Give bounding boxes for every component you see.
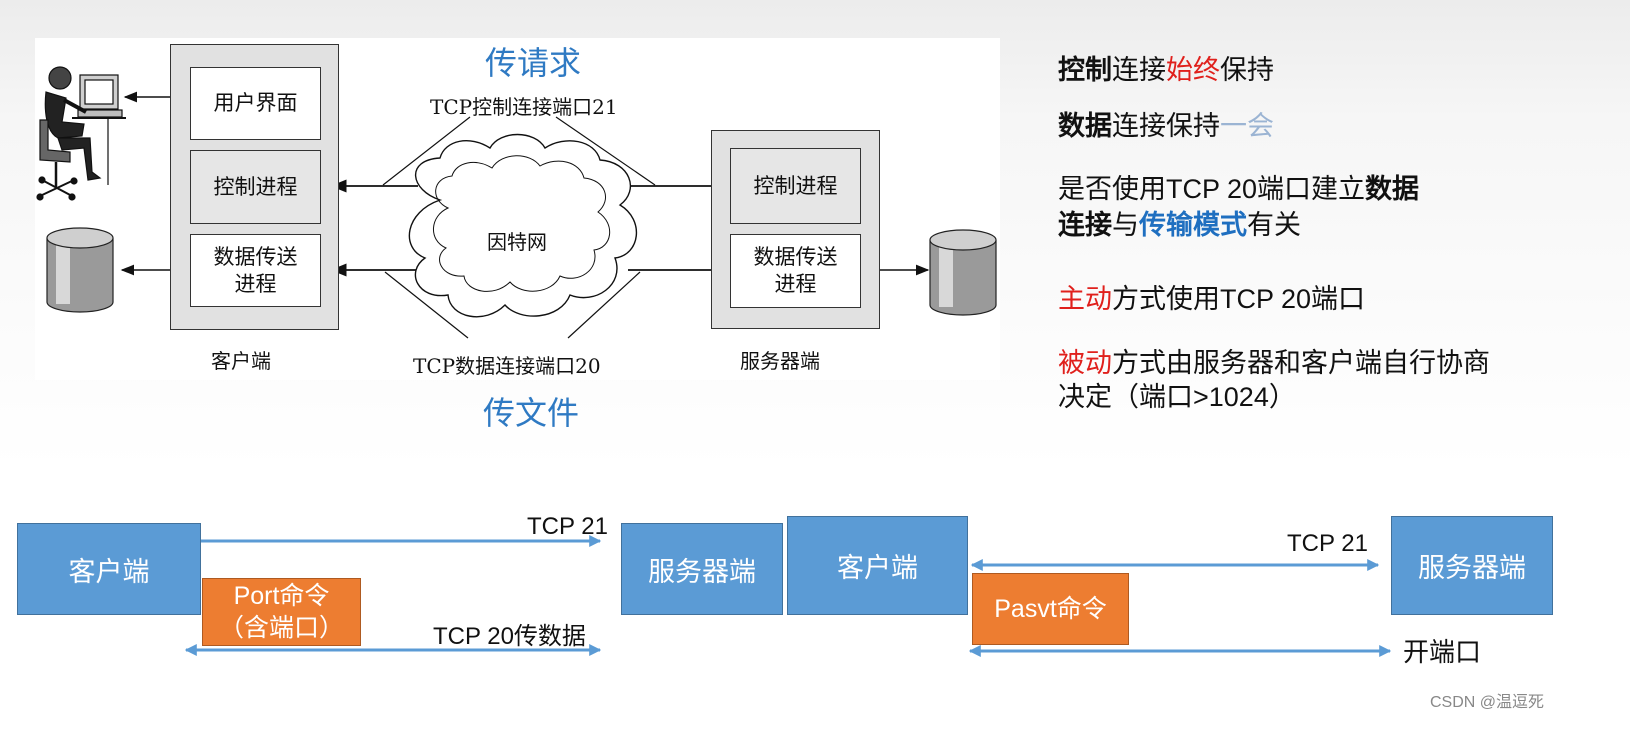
server-title: 服务器端 <box>740 349 820 373</box>
note-passive-mode-line1: 被动方式由服务器和客户端自行协商 <box>1058 348 1490 378</box>
client-data-label-2: 进程 <box>234 271 277 296</box>
user-computer-icon <box>36 66 126 201</box>
active-tcp21-label: TCP 21 <box>527 513 608 540</box>
active-tcp20-label: TCP 20传数据 <box>433 623 586 650</box>
note-tcp20-line1: 是否使用TCP 20端口建立数据 <box>1058 174 1420 204</box>
csdn-watermark: CSDN @温逗死 <box>1430 694 1545 711</box>
pasv-command-box: Pasvt命令 <box>972 573 1129 645</box>
client-data-label-1: 数据传送 <box>213 244 298 269</box>
server-data-label-1: 数据传送 <box>753 245 838 269</box>
file-caption: 传文件 <box>483 394 580 432</box>
port-command-box: Port命令 （含端口） <box>202 578 361 646</box>
tcp-control-port-label: TCP控制连接端口21 <box>430 95 618 119</box>
passive-server-box: 服务器端 <box>1391 516 1553 615</box>
note-passive-mode-line2: 决定（端口>1024） <box>1058 382 1296 412</box>
client-ui-box: 用户界面 <box>190 67 321 140</box>
client-ui-label: 用户界面 <box>213 91 298 115</box>
passive-client-box: 客户端 <box>787 516 968 615</box>
client-data-process-box: 数据传送 进程 <box>190 234 321 307</box>
open-port-label: 开端口 <box>1403 637 1482 667</box>
server-control-label: 控制进程 <box>753 173 838 198</box>
server-data-process-box: 数据传送 进程 <box>730 234 861 308</box>
note-data-connection: 数据连接保持一会 <box>1058 111 1274 141</box>
client-title: 客户端 <box>211 349 271 373</box>
request-caption: 传请求 <box>485 44 582 82</box>
client-disk-icon <box>46 227 114 313</box>
server-data-label-2: 进程 <box>774 272 817 296</box>
note-active-mode: 主动方式使用TCP 20端口 <box>1058 284 1366 314</box>
tcp-data-port-label: TCP数据连接端口20 <box>413 354 601 378</box>
client-control-label: 控制进程 <box>213 174 298 199</box>
internet-label: 因特网 <box>487 230 547 254</box>
passive-tcp21-label: TCP 21 <box>1287 530 1368 557</box>
server-disk-icon <box>929 229 997 316</box>
active-server-box: 服务器端 <box>621 523 783 615</box>
note-control-connection: 控制连接始终保持 <box>1058 55 1274 85</box>
client-control-process-box: 控制进程 <box>190 150 321 224</box>
server-control-process-box: 控制进程 <box>730 148 861 224</box>
internet-cloud <box>408 133 637 318</box>
note-tcp20-line2: 连接与传输模式有关 <box>1058 210 1301 240</box>
active-client-box: 客户端 <box>17 523 201 615</box>
